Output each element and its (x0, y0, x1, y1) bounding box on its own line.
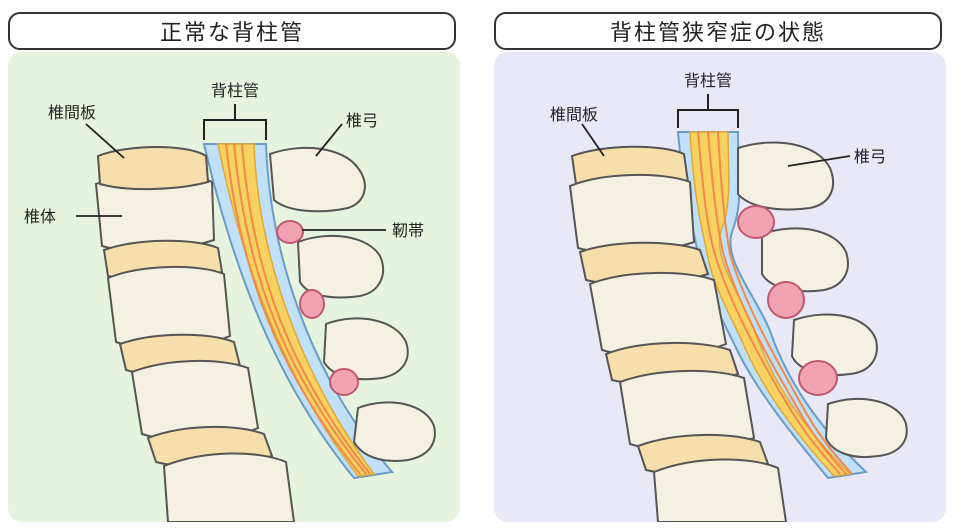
label-intervertebral-disc: 椎間板 (48, 103, 96, 122)
ligament (329, 368, 359, 396)
canal-bracket (203, 119, 267, 140)
vertebral-arch (761, 227, 849, 293)
stenosis-spine-illustration: 背柱管 椎間板 椎弓 (550, 71, 908, 522)
ligament (299, 289, 325, 319)
ligament (737, 205, 775, 239)
ligament (798, 360, 838, 396)
label-ligament: 靭帯 (392, 221, 424, 240)
intervertebral-disc (96, 146, 210, 191)
label-vertebral-arch: 椎弓 (346, 111, 378, 130)
nerve-fiber (241, 143, 371, 475)
nerve-fiber (707, 131, 847, 475)
leader-line (787, 155, 851, 167)
label-spinal-canal: 背柱管 (684, 71, 732, 90)
panel-title: 正常な背柱管 (8, 12, 456, 50)
nerve-fiber (697, 131, 841, 475)
vertebral-arch (296, 234, 385, 299)
normal-spine-illustration: 背柱管 椎間板 椎弓 椎体 靭帯 (24, 81, 436, 522)
label-spinal-canal: 背柱管 (211, 81, 259, 100)
label-vertebral-arch: 椎弓 (854, 147, 886, 166)
leader-line (315, 123, 343, 157)
vertebral-body (568, 173, 696, 254)
nerve-fiber (717, 131, 853, 475)
vertebral-body (652, 458, 788, 522)
nerve-fiber (225, 143, 361, 475)
vertebral-body (162, 452, 296, 522)
spinal-cord (689, 131, 852, 477)
leader-line (581, 123, 605, 157)
canal-bracket (677, 109, 739, 128)
vertebral-arch (824, 397, 908, 458)
label-intervertebral-disc: 椎間板 (550, 105, 598, 124)
ligament (767, 281, 805, 319)
nerve-fiber (233, 143, 367, 475)
vertebral-arch (268, 146, 366, 213)
label-vertebral-body: 椎体 (24, 207, 56, 226)
ligament (276, 220, 304, 244)
vertebral-arch (352, 401, 436, 462)
panel-title: 背柱管狭窄症の状態 (494, 12, 942, 50)
leader-line (85, 123, 125, 159)
vertebral-arch (737, 141, 835, 211)
spinal-stenosis-panel: 背柱管狭窄症の状態 背柱管 椎間板 椎弓 (494, 12, 946, 522)
normal-spinal-canal-panel: 正常な背柱管 背柱管 (8, 12, 460, 522)
